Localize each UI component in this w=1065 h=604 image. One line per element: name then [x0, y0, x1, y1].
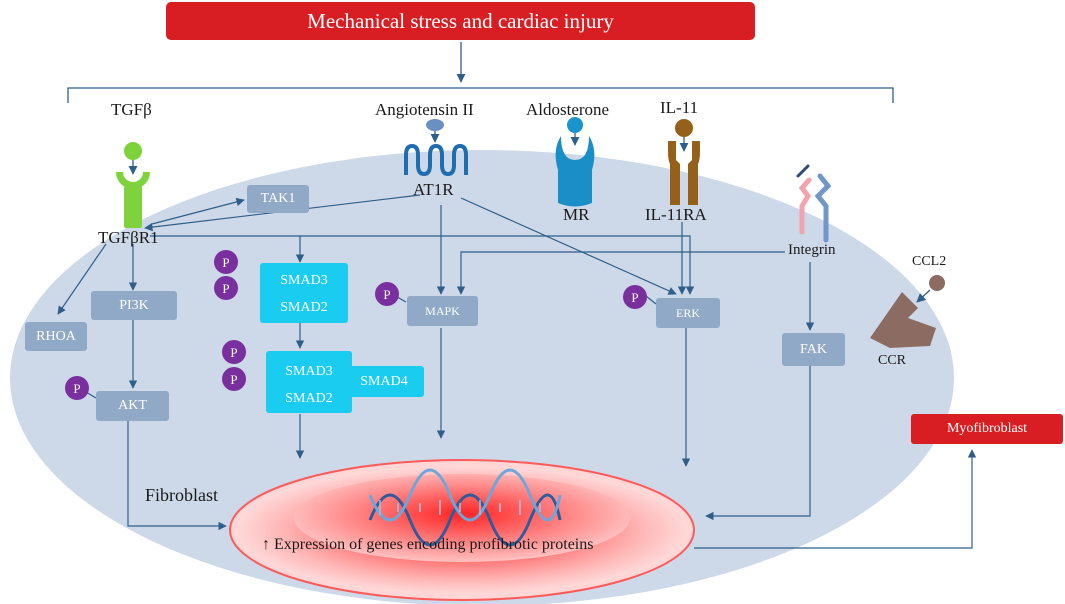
- akt-node: AKT: [96, 391, 169, 421]
- phospho-smad3-upper: P: [214, 250, 238, 274]
- rhoa-node: RHOA: [25, 322, 87, 351]
- myofibroblast-box: Myofibroblast: [911, 414, 1063, 444]
- angiotensin-label: Angiotensin II: [375, 100, 474, 119]
- phospho-smad3-lower: P: [222, 340, 246, 364]
- dna-icon: [368, 468, 562, 547]
- smad2-label: SMAD2: [280, 300, 328, 315]
- fibroblast-label: Fibroblast: [145, 485, 219, 505]
- fak-node: FAK: [782, 333, 845, 366]
- integrin-label: Integrin: [788, 242, 836, 258]
- fibroblast-cell: [10, 150, 954, 604]
- tgfb-receptor-icon: [116, 142, 150, 228]
- phospho-akt: P: [65, 376, 89, 400]
- phospho-smad2-upper: P: [214, 276, 238, 300]
- tgfb-label: TGFβ: [111, 100, 152, 119]
- ccr-receptor-icon: [870, 275, 945, 348]
- mapk-node: MAPK: [407, 296, 478, 326]
- tgfbr1-label: TGFβR1: [98, 228, 159, 247]
- smad3-label-lower: SMAD3: [285, 364, 333, 379]
- pi3k-node: PI3K: [91, 291, 177, 320]
- input-bracket: [67, 42, 894, 103]
- phospho-smad2-lower: P: [222, 367, 246, 391]
- nucleus-text: ↑ Expression of genes encoding profibrot…: [262, 536, 594, 553]
- smad-complex-upper: SMAD3 SMAD2: [260, 263, 348, 323]
- erk-node: ERK: [656, 298, 720, 328]
- smad4-node: SMAD4: [344, 366, 424, 397]
- aldosterone-label: Aldosterone: [526, 100, 610, 119]
- phospho-mapk: P: [375, 282, 399, 306]
- smad4-label: SMAD4: [360, 374, 408, 389]
- integrin-icon: [796, 164, 832, 243]
- stress-banner: Mechanical stress and cardiac injury: [166, 2, 755, 40]
- nucleus: [229, 459, 695, 601]
- ccr-label: CCR: [878, 353, 907, 368]
- gpcr-icon: [404, 119, 468, 177]
- mr-receptor-icon: [555, 117, 595, 207]
- smad2-label-lower: SMAD2: [285, 391, 333, 406]
- il11ra-label: IL-11RA: [645, 205, 707, 224]
- il11-label: IL-11: [660, 98, 699, 117]
- smad3-label: SMAD3: [280, 273, 328, 288]
- ccl2-label: CCL2: [912, 254, 947, 269]
- mr-label: MR: [563, 205, 590, 224]
- tak1-node: TAK1: [247, 185, 309, 213]
- phospho-erk: P: [623, 285, 647, 309]
- il11-receptor-icon: [668, 119, 700, 205]
- smad-complex-lower: SMAD3 SMAD2: [266, 351, 352, 413]
- at1r-label: AT1R: [413, 180, 454, 199]
